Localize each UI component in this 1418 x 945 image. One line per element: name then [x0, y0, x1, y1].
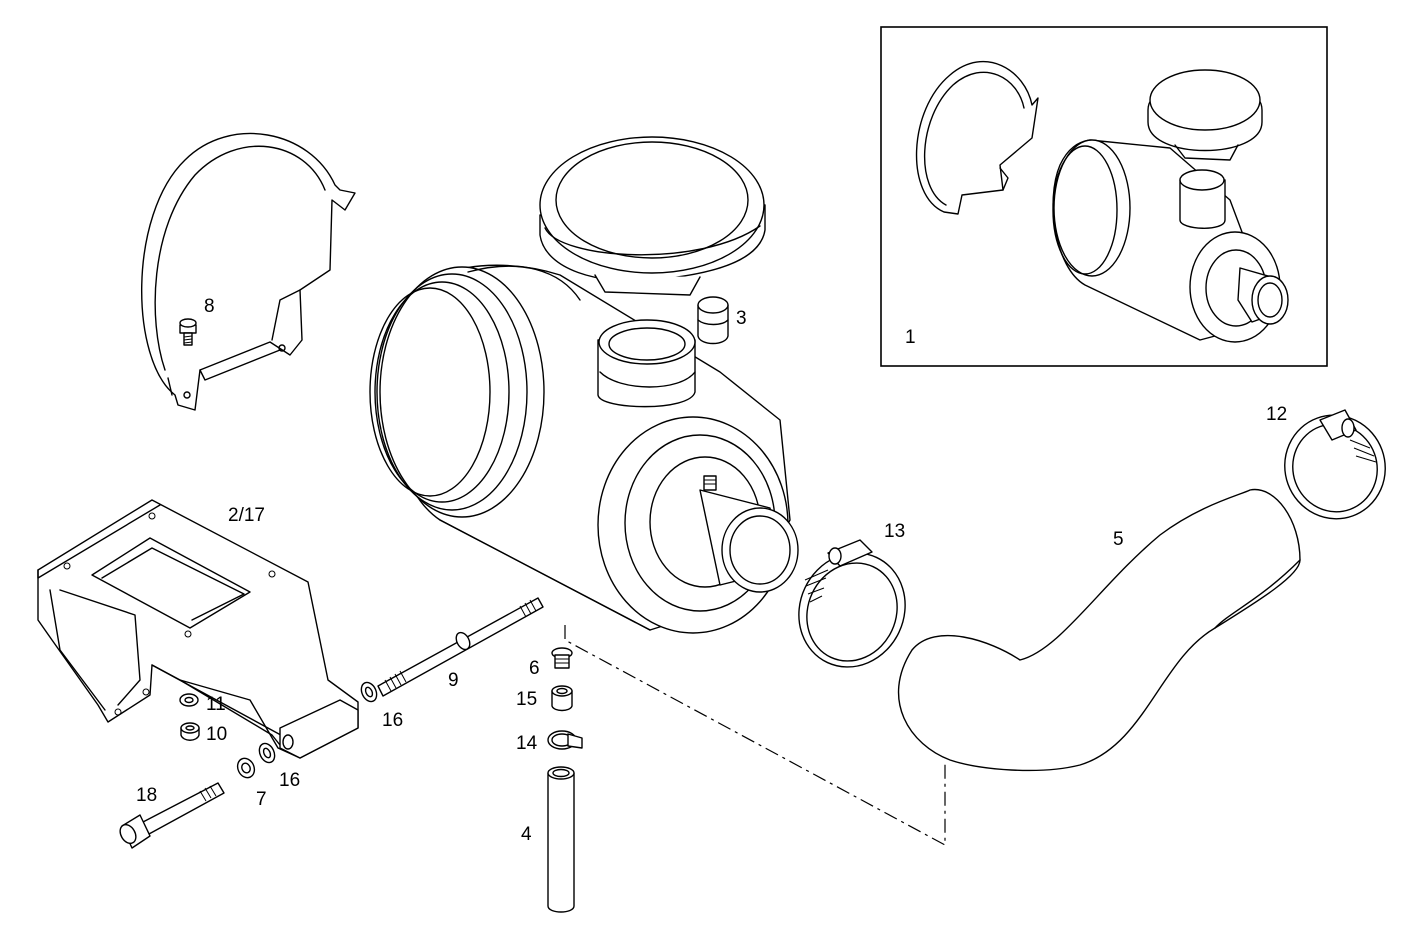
bolt-18 [119, 782, 225, 849]
service-indicator-3 [697, 296, 729, 345]
callout-7: 7 [256, 789, 267, 810]
callout-6: 6 [529, 658, 540, 679]
nut-7 [236, 757, 256, 779]
screw-8 [179, 318, 197, 346]
callout-15: 15 [516, 689, 537, 710]
callout-5: 5 [1113, 529, 1124, 550]
callout-13: 13 [884, 521, 905, 542]
filter-spigot [699, 475, 799, 593]
hose-4 [547, 766, 575, 913]
assembly-leader-line [564, 625, 946, 847]
mounting-bracket [37, 499, 359, 759]
inset-filter-housing [1052, 69, 1289, 343]
adapter-15 [551, 685, 573, 712]
callout-12: 12 [1266, 404, 1287, 425]
inset-frame [880, 26, 1328, 367]
inset-strap [915, 60, 1039, 215]
hose-clamp-12 [1284, 409, 1386, 520]
mounting-strap [141, 132, 356, 411]
inset-callout-1: 1 [905, 327, 916, 348]
intake-hose-5 [897, 488, 1301, 772]
callout-14: 14 [516, 733, 538, 754]
filter-cap [539, 136, 766, 296]
callout-2-17: 2/17 [228, 505, 265, 526]
nut-10 [180, 722, 200, 741]
washer-16-upper [360, 681, 378, 703]
callout-10: 10 [206, 724, 227, 745]
callout-9: 9 [448, 670, 459, 691]
callout-4: 4 [521, 824, 532, 845]
assembly-inset: 1 [880, 26, 1328, 367]
air-filter-housing [369, 136, 799, 634]
callout-11: 11 [206, 694, 226, 715]
washer-16-lower [258, 742, 276, 764]
callout-3: 3 [736, 308, 747, 329]
stud-9 [377, 597, 544, 697]
washer-11 [179, 693, 199, 707]
callout-18: 18 [136, 785, 157, 806]
plug-6 [551, 647, 573, 669]
hose-clamp-13 [798, 539, 906, 668]
callout-8: 8 [204, 296, 215, 317]
callout-16-upper: 16 [382, 710, 403, 731]
hose-clamp-14 [547, 730, 583, 750]
callout-16-lower: 16 [279, 770, 300, 791]
filter-outlet-top [597, 319, 696, 408]
